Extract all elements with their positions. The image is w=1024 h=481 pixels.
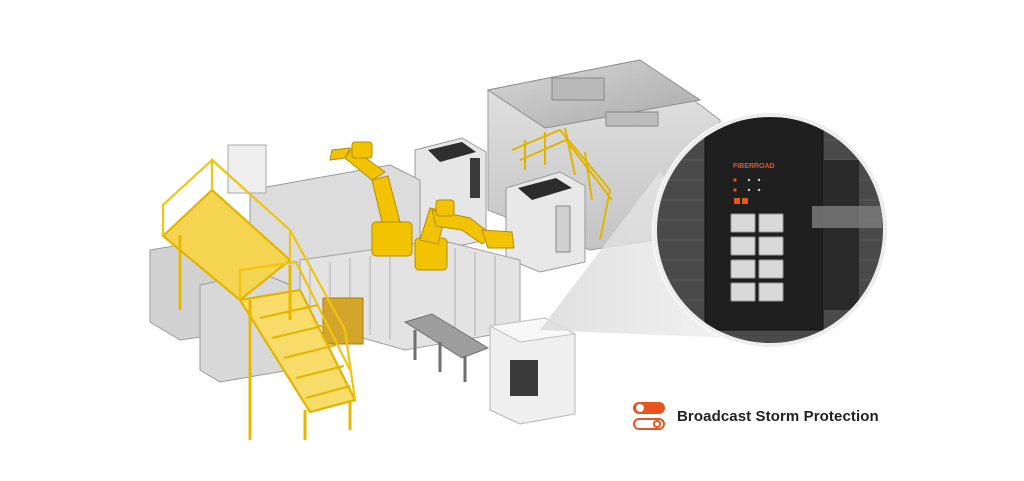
brand-logo: FIBERROAD bbox=[733, 163, 775, 170]
robot-arm-rear bbox=[329, 141, 413, 257]
toggle-off-icon bbox=[633, 418, 665, 430]
toggle-on-icon bbox=[633, 402, 665, 414]
conveyor bbox=[403, 313, 490, 382]
feature-legend: Broadcast Storm Protection bbox=[633, 402, 879, 430]
switch-cabinet bbox=[488, 317, 577, 425]
front-staircase bbox=[161, 157, 357, 440]
feature-label: Broadcast Storm Protection bbox=[677, 407, 879, 425]
rear-staircase bbox=[511, 127, 613, 241]
network-switch: FIBERROAD bbox=[730, 163, 784, 302]
ethernet-ports bbox=[730, 213, 784, 302]
robot-arm-front bbox=[414, 199, 515, 271]
toggle-switch-icon bbox=[633, 402, 665, 430]
cnc-machine-right bbox=[505, 171, 586, 273]
